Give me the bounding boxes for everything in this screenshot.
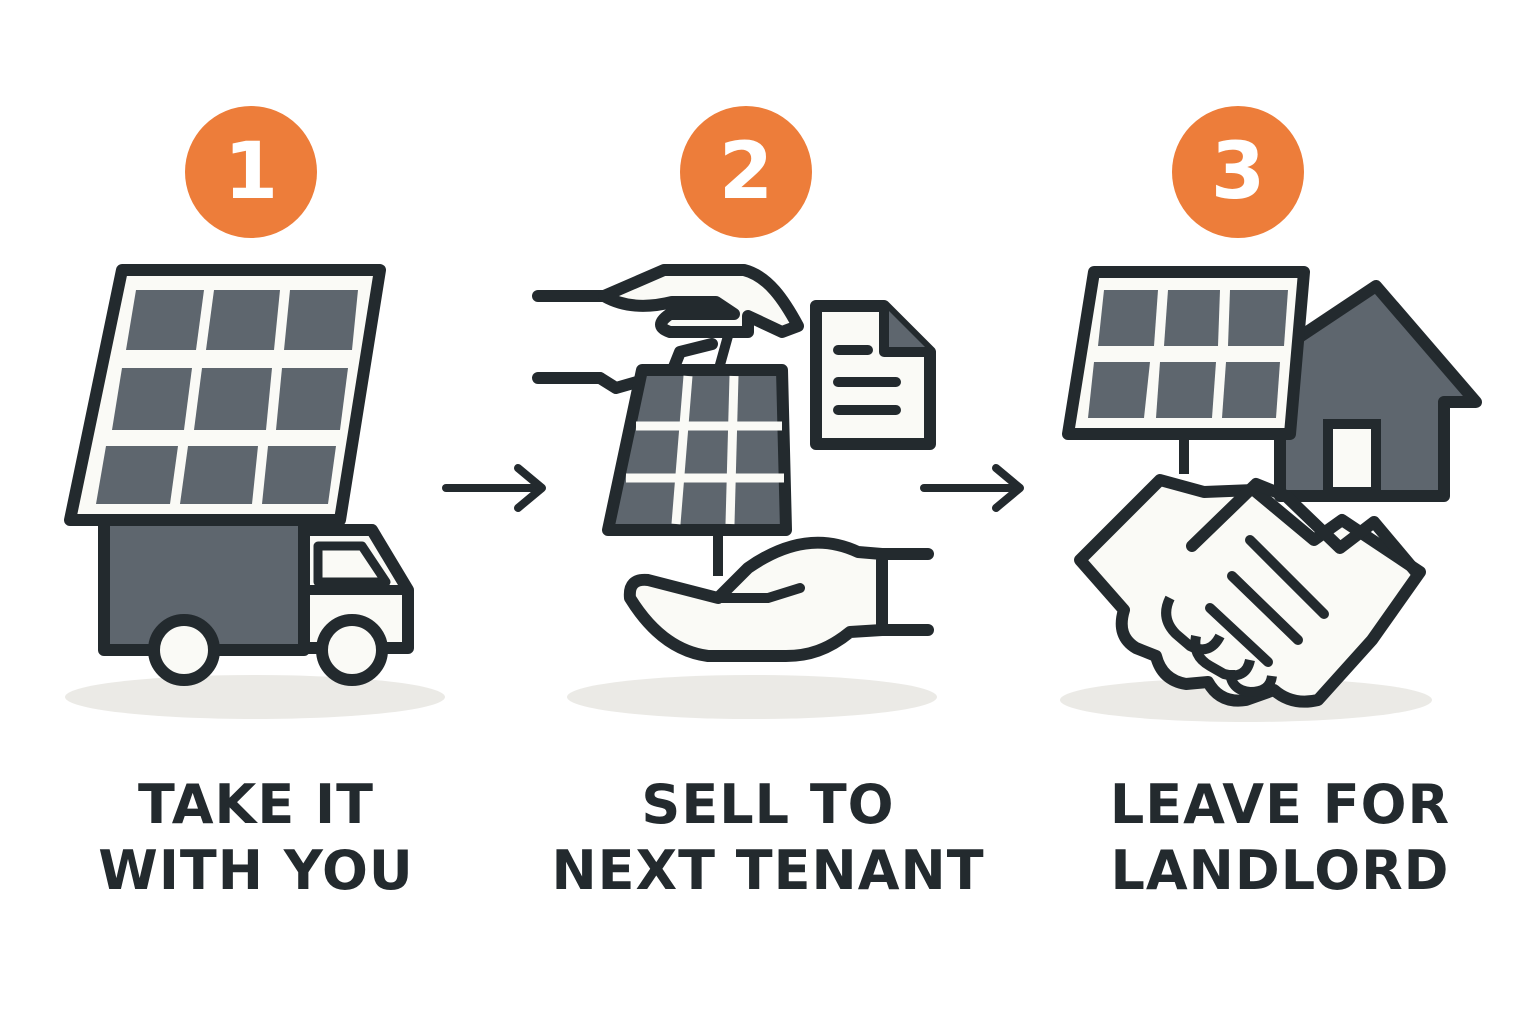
step-1: 1 TAKE IT WITH YOU <box>0 0 512 1024</box>
step-number-badge: 2 <box>680 106 812 238</box>
step-3: 3 LEAVE FOR LANDLORD <box>1024 0 1536 1024</box>
step-title-line-1: LEAVE FOR <box>1109 773 1451 836</box>
step-title-line-1: TAKE IT <box>138 773 374 836</box>
step-title-line-1: SELL TO <box>641 773 895 836</box>
step-title: LEAVE FOR LANDLORD <box>1024 772 1536 904</box>
arrow-right-icon <box>442 464 546 512</box>
step-title-line-2: NEXT TENANT <box>551 839 985 902</box>
step-number: 1 <box>223 127 279 217</box>
step-title-line-2: LANDLORD <box>1110 839 1450 902</box>
step-number-badge: 3 <box>1172 106 1304 238</box>
step-title-line-2: WITH YOU <box>98 839 414 902</box>
step-number-badge: 1 <box>185 106 317 238</box>
step-title: SELL TO NEXT TENANT <box>512 772 1024 904</box>
house-handshake-icon <box>1060 266 1482 722</box>
step-2: 2 SELL TO NEXT TENANT <box>512 0 1024 1024</box>
step-title: TAKE IT WITH YOU <box>0 772 512 904</box>
arrow-right-icon <box>920 464 1024 512</box>
solar-panel-handover-icon <box>532 264 937 719</box>
step-number: 3 <box>1210 127 1266 217</box>
solar-panel-truck-icon <box>64 264 445 719</box>
step-number: 2 <box>718 127 774 217</box>
